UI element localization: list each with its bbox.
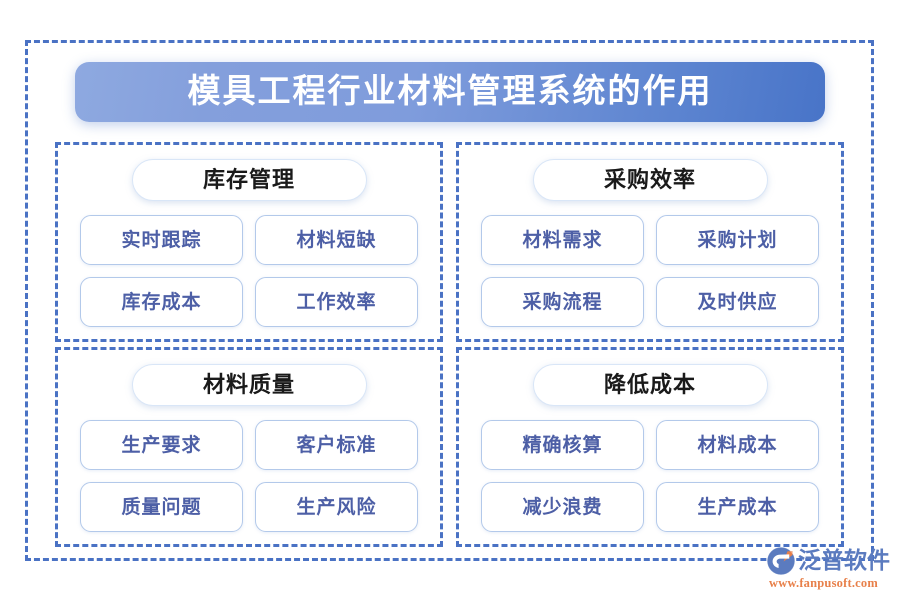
item-label: 材料成本 [697, 434, 778, 456]
item-label: 材料短缺 [296, 229, 377, 251]
item-label: 材料需求 [522, 229, 603, 251]
list-item[interactable]: 生产要求 [80, 420, 243, 470]
list-item[interactable]: 生产风险 [255, 482, 418, 532]
title-banner: 模具工程行业材料管理系统的作用 [75, 62, 825, 122]
item-label: 生产成本 [697, 496, 778, 518]
outer-dashed-frame [25, 40, 874, 561]
item-label: 工作效率 [296, 291, 377, 313]
item-label: 减少浪费 [522, 496, 603, 518]
watermark-url-label: www.fanpusoft.com [769, 576, 878, 590]
item-label: 及时供应 [697, 291, 778, 313]
list-item[interactable]: 材料短缺 [255, 215, 418, 265]
list-item[interactable]: 生产成本 [656, 482, 819, 532]
page-title: 模具工程行业材料管理系统的作用 [187, 73, 713, 110]
quadrant-header-pill[interactable]: 材料质量 [131, 364, 367, 406]
list-item[interactable]: 材料需求 [481, 215, 644, 265]
quadrant-header-label: 材料质量 [202, 372, 295, 397]
item-label: 生产要求 [121, 434, 202, 456]
list-item[interactable]: 采购计划 [656, 215, 819, 265]
list-item[interactable]: 采购流程 [481, 277, 644, 327]
item-label: 实时跟踪 [121, 229, 202, 251]
list-item[interactable]: 精确核算 [481, 420, 644, 470]
quadrant-item-list: 实时跟踪 材料短缺 库存成本 工作效率 [80, 215, 418, 327]
item-label: 精确核算 [522, 434, 603, 456]
quadrant-grid: 库存管理 实时跟踪 材料短缺 库存成本 工作效率 采购效率 [55, 142, 844, 547]
quadrant-inventory: 库存管理 实时跟踪 材料短缺 库存成本 工作效率 [55, 142, 443, 342]
quadrant-material-quality: 材料质量 生产要求 客户标准 质量问题 生产风险 [55, 347, 443, 547]
list-item[interactable]: 工作效率 [255, 277, 418, 327]
quadrant-header-pill[interactable]: 采购效率 [532, 159, 768, 201]
item-label: 采购流程 [522, 291, 603, 313]
item-label: 客户标准 [296, 434, 377, 456]
list-item[interactable]: 客户标准 [255, 420, 418, 470]
quadrant-header-pill[interactable]: 库存管理 [131, 159, 367, 201]
item-label: 生产风险 [296, 496, 377, 518]
quadrant-header-label: 库存管理 [202, 167, 295, 192]
list-item[interactable]: 实时跟踪 [80, 215, 243, 265]
quadrant-item-list: 精确核算 材料成本 减少浪费 生产成本 [481, 420, 819, 532]
item-label: 采购计划 [697, 229, 778, 251]
item-label: 质量问题 [121, 496, 202, 518]
item-label: 库存成本 [121, 291, 202, 313]
list-item[interactable]: 及时供应 [656, 277, 819, 327]
list-item[interactable]: 库存成本 [80, 277, 243, 327]
watermark-brand-label: 泛普软件 [798, 548, 890, 573]
quadrant-header-label: 采购效率 [603, 167, 696, 192]
list-item[interactable]: 质量问题 [80, 482, 243, 532]
quadrant-header-pill[interactable]: 降低成本 [532, 364, 768, 406]
watermark-brand-row: 泛普软件 [766, 545, 894, 577]
list-item[interactable]: 材料成本 [656, 420, 819, 470]
quadrant-item-list: 材料需求 采购计划 采购流程 及时供应 [481, 215, 819, 327]
list-item[interactable]: 减少浪费 [481, 482, 644, 532]
quadrant-procurement: 采购效率 材料需求 采购计划 采购流程 及时供应 [456, 142, 844, 342]
quadrant-cost-reduction: 降低成本 精确核算 材料成本 减少浪费 生产成本 [456, 347, 844, 547]
quadrant-header-label: 降低成本 [603, 372, 696, 397]
quadrant-item-list: 生产要求 客户标准 质量问题 生产风险 [80, 420, 418, 532]
watermark: 泛普软件 www.fanpusoft.com [766, 545, 894, 595]
swirl-circle-logo-icon [766, 546, 796, 576]
